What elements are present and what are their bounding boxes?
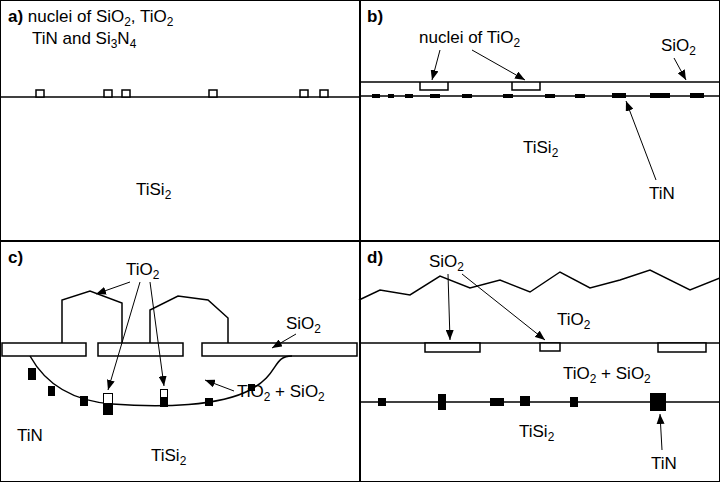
material-label: SiO2: [286, 313, 321, 335]
nuclei: [36, 90, 328, 97]
material-label: TiSi2: [523, 137, 558, 159]
panel-heading: a) nuclei of SiO2, TiO2 TiN and Si3N4: [8, 6, 200, 50]
material-label: nuclei of TiO2: [419, 27, 520, 49]
sio2-layer: [2, 343, 357, 356]
panel: c) TiO2SiO2TiN TiO2 + SiO2TiSi2: [0, 241, 361, 482]
material-label: TiN: [17, 425, 43, 447]
tio2-core: [161, 390, 167, 397]
panel-heading: c): [8, 247, 23, 269]
panel: b) nuclei of TiO2 SiO2TiN TiSi2: [359, 0, 720, 241]
tin-particles: [378, 393, 666, 411]
tin-particles: [372, 93, 704, 98]
material-label: TiSi2: [136, 179, 171, 201]
material-label: TiN: [651, 453, 677, 475]
material-label: TiO2 + SiO2: [563, 363, 651, 385]
leader-lines: [448, 274, 662, 450]
leader-lines: [432, 50, 686, 180]
material-label: TiSi2: [519, 421, 554, 443]
leader-lines: [96, 282, 296, 391]
panel-heading: d): [367, 247, 383, 269]
material-label: TiO2 + SiO2: [237, 381, 325, 403]
tio2-core: [104, 394, 112, 403]
tio2-nuclei: [420, 82, 540, 90]
panel: d) SiO2TiO2TiO2 + SiO2TiSi2TiN: [359, 241, 720, 482]
material-label: TiO2: [557, 309, 590, 331]
tin-particles: [28, 368, 255, 415]
tio2-surface: [359, 270, 720, 300]
panel-heading: b): [367, 6, 383, 28]
tio2-grains: [62, 291, 228, 343]
sio2-islands: [425, 343, 706, 352]
material-label: TiSi2: [151, 445, 186, 467]
material-label: TiO2: [126, 259, 159, 281]
material-label: SiO2: [661, 35, 696, 57]
panel: a) nuclei of SiO2, TiO2 TiN and Si3N4TiS…: [0, 0, 361, 241]
material-label: SiO2: [429, 251, 464, 273]
material-label: TiN: [649, 183, 675, 205]
